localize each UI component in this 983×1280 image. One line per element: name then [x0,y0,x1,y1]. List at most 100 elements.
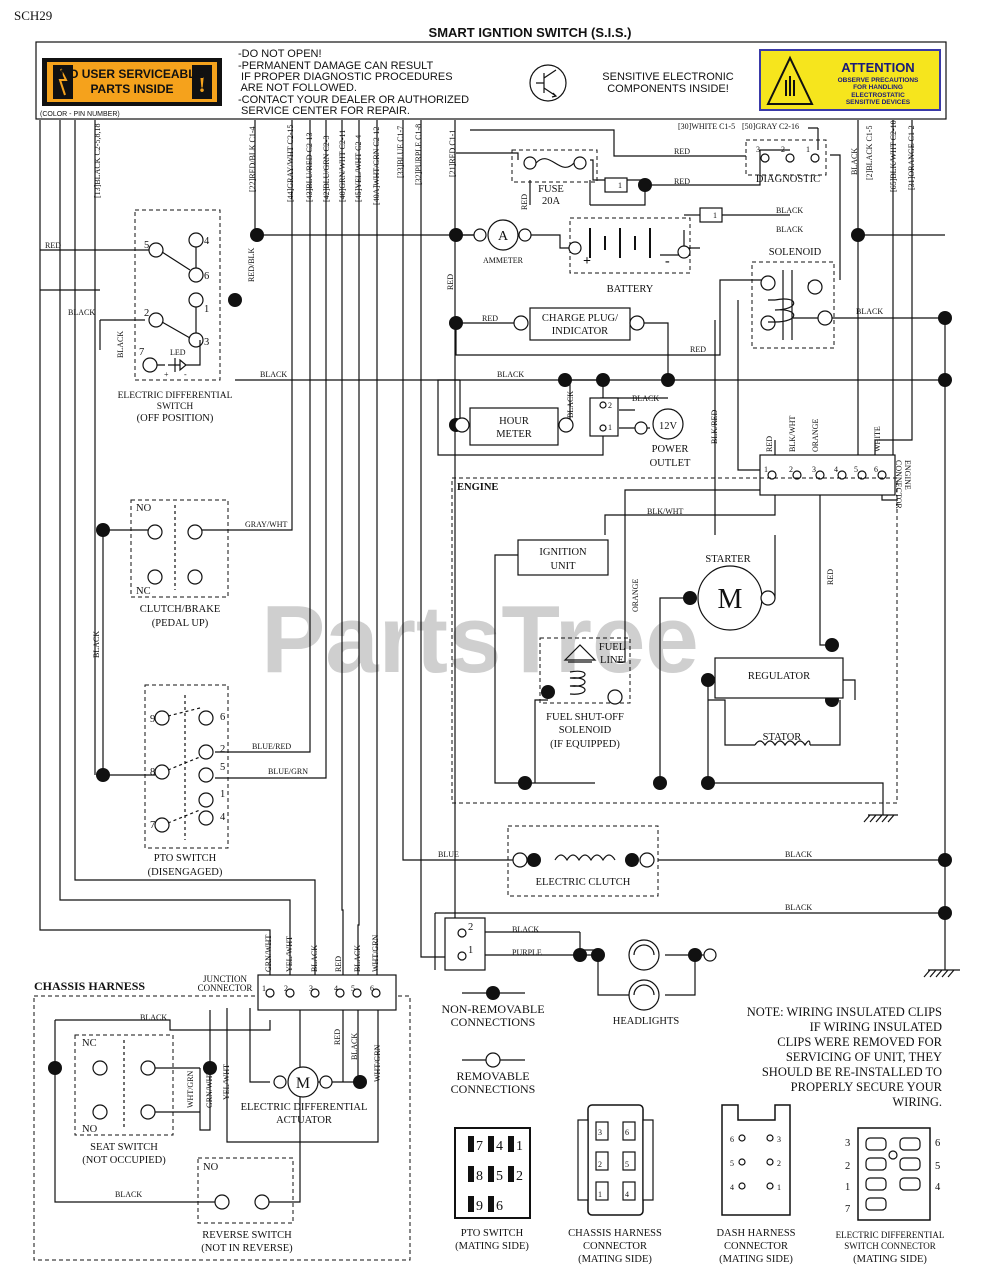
badge-line-2: PARTS INSIDE [90,82,173,96]
clutch-brake-label-2: (PEDAL UP) [152,618,209,629]
svg-text:4: 4 [730,1183,734,1192]
charge-plug-indicator: CHARGE PLUG/ INDICATOR [513,307,645,341]
svg-text:1: 1 [516,1139,523,1154]
pin-label-30w: [30]WHITE C1-5 [678,122,735,131]
non-removable-connection [541,685,555,699]
svg-text:5: 5 [730,1159,734,1168]
wire-label-red: RED [826,569,835,585]
wire-label-black: BLACK [140,1013,167,1022]
wire-label-purple: PURPLE [512,948,542,957]
non-removable-connection [851,228,865,242]
wire-label-grn-wht: GRN/WHT [205,1071,214,1108]
svg-text:4: 4 [496,1139,503,1154]
fuel-solenoid-label-3: (IF EQUIPPED) [550,739,620,750]
dash-mating-label-3: (MATING SIDE) [719,1254,793,1265]
wire-label-red: RED [334,956,343,972]
svg-text:1: 1 [845,1182,850,1193]
svg-text:3: 3 [204,337,209,348]
svg-text:-: - [184,370,187,379]
non-removable-connection [353,1075,367,1089]
power-outlet-label-1: POWER [652,444,689,455]
headlights: HEADLIGHTS [613,939,717,1027]
non-removable-connection [638,178,652,192]
diff-mating-label-3: (MATING SIDE) [853,1254,927,1265]
wire-label-black: BLACK [115,1190,142,1199]
svg-text:4: 4 [334,984,338,993]
led-label: LED [170,348,186,357]
diagram-title: SMART IGNTION SWITCH (S.I.S.) [429,25,632,40]
clutch-no-label: NO [136,503,152,514]
diff-switch-label-2: SWITCH [157,402,194,412]
wire-label-yel-wht: YEL/WHT [285,936,294,972]
pin-labels: [13]BLACK C2-5,8,18 [22]RED/BLK C1-4 [44… [93,120,916,205]
svg-text:3: 3 [845,1138,850,1149]
svg-text:+: + [164,370,169,379]
esd-warning-icon [766,55,814,105]
legend-nonremovable-2: CONNECTIONS [451,1015,536,1029]
fuel-solenoid-label-1: FUEL SHUT-OFF [546,712,624,723]
svg-text:1: 1 [262,984,266,993]
note-line-5: SHOULD BE RE-INSTALLED TO [762,1065,942,1079]
svg-text:3: 3 [756,145,760,154]
non-removable-connection [653,776,667,790]
svg-text:3: 3 [812,465,816,474]
svg-text:6: 6 [874,465,878,474]
ignition-unit-label-2: UNIT [550,561,576,572]
legend-removable-1: REMOVABLE [456,1069,529,1083]
svg-text:2: 2 [845,1161,850,1172]
battery-link-box [699,207,723,223]
note-line-3: CLIPS WERE REMOVED FOR [777,1035,942,1049]
wire-label-black: BLACK [776,206,803,215]
non-removable-connection [683,591,697,605]
non-removable-connection [527,853,541,867]
svg-text:6: 6 [496,1199,503,1214]
attention-line-1: OBSERVE PRECAUTIONS [838,77,919,84]
warning-line-3: IF PROPER DIAGNOSTIC PROCEDURES [238,71,453,83]
ground-icon [863,814,898,823]
svg-text:7: 7 [845,1204,850,1215]
svg-text:3: 3 [777,1135,781,1144]
legend-removable-2: CONNECTIONS [451,1082,536,1096]
svg-text:2: 2 [598,1160,602,1169]
non-removable-connection [596,373,610,387]
reverse-no-label: NO [203,1162,219,1173]
diff-actuator-label-1: ELECTRIC DIFFERENTIAL [241,1102,368,1113]
engine-label: ENGINE [457,482,498,493]
warning-line-5: -CONTACT YOUR DEALER OR AUTHORIZED [238,94,469,106]
non-removable-connection [203,1061,217,1075]
connection-dots [48,178,952,1089]
warning-panel: ! NO USER SERVICEABLE PARTS INSIDE -DO N… [35,41,947,120]
non-removable-connection [228,293,242,307]
chassis-mating-label-3: (MATING SIDE) [578,1254,652,1265]
clutch-brake-label-1: CLUTCH/BRAKE [140,604,221,615]
attention-line-2: FOR HANDLING [853,84,903,91]
battery: +- BATTERY [568,217,691,295]
svg-text:6: 6 [625,1128,629,1137]
pto-switch-label-2: (DISENGAGED) [148,867,223,878]
wire-label-black: BLACK [566,391,575,418]
svg-text:1: 1 [764,465,768,474]
ammeter-label: AMMETER [483,256,524,265]
non-removable-connection [938,311,952,325]
wire-label-orange: ORANGE [811,419,820,452]
wire-label-black: BLACK [497,370,524,379]
wire-label-black: BLACK [353,945,362,972]
pin-label-32: [32]PURPLE C1-8 [414,124,423,185]
pto-mating-label-2: (MATING SIDE) [455,1241,529,1252]
wire-label-grn-wht: GRN/WHT [264,935,273,972]
chassis-mating-label-1: CHASSIS HARNESS [568,1228,662,1239]
wire-label-red: RED [765,436,774,452]
svg-text:4: 4 [625,1190,629,1199]
note-line-6: PROPERLY SECURE YOUR [791,1080,943,1094]
seat-switch-label-1: SEAT SWITCH [90,1142,158,1153]
svg-text:-: - [665,254,670,269]
fuse-rating: 20A [542,196,561,207]
wiring-note: NOTE: WIRING INSULATED CLIPS IF WIRING I… [747,1005,943,1109]
non-removable-connection [938,373,952,387]
svg-text:5: 5 [625,1160,629,1169]
headlight-connector: 21 [444,917,486,971]
junction-connector-label-1: JUNCTION [203,974,247,984]
non-removable-connection [449,316,463,330]
